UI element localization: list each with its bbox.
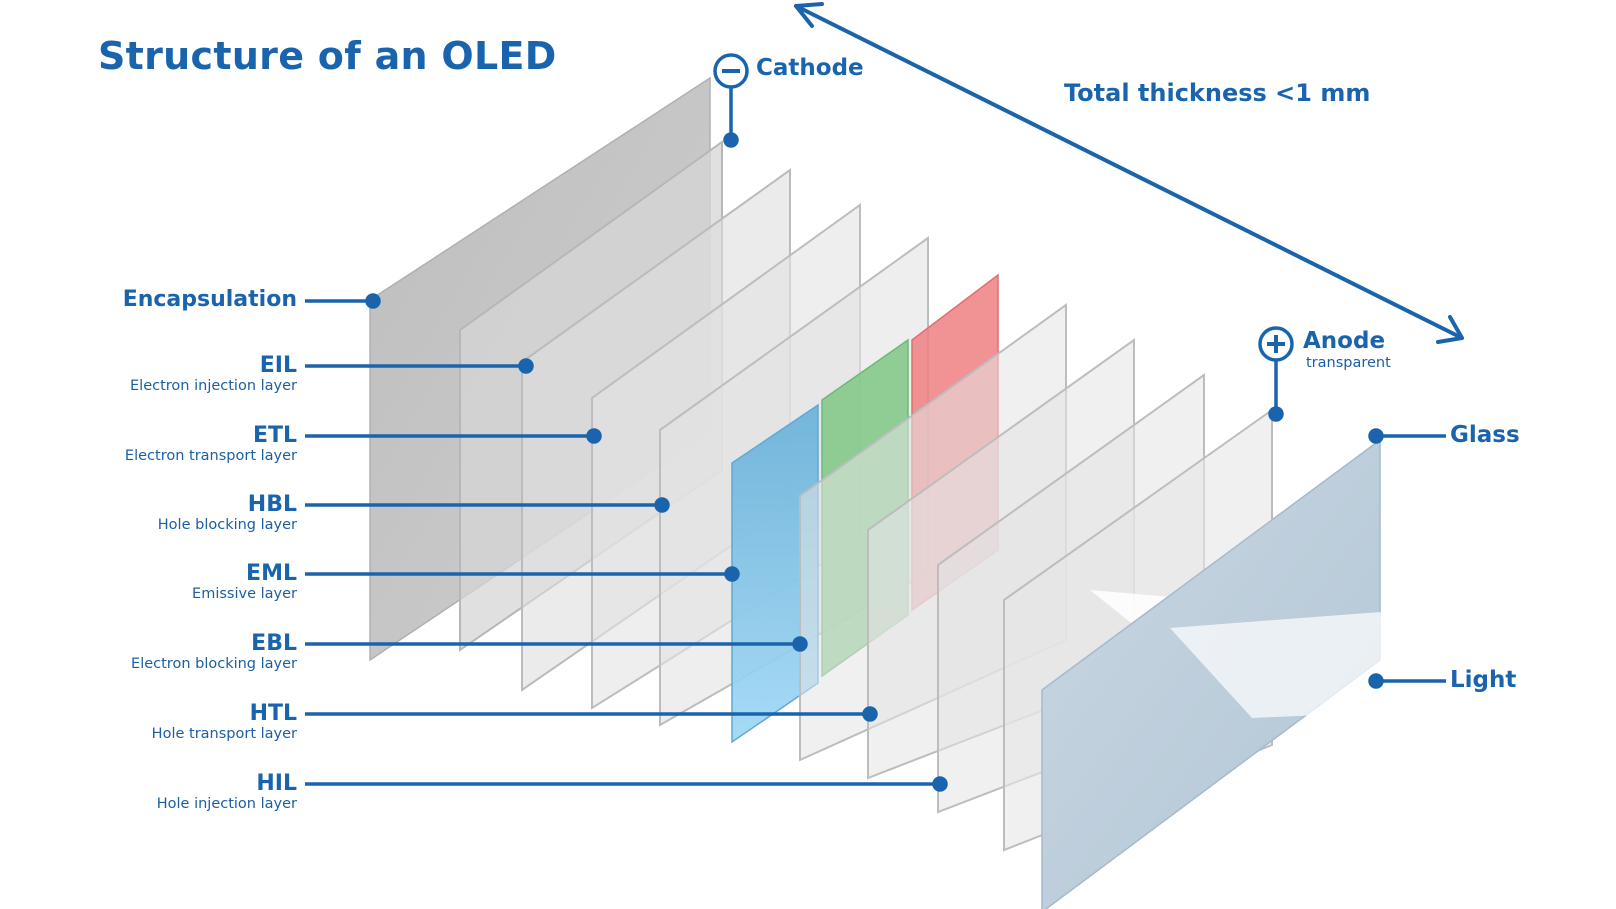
- leader-lines-right: [1368, 428, 1446, 689]
- layer-abbr: Encapsulation: [122, 287, 297, 312]
- layer-abbr: HTL: [249, 701, 297, 726]
- light-label: Light: [1450, 667, 1517, 693]
- layer-label-encapsulation: Encapsulation: [123, 287, 297, 312]
- layer-full-name: Hole injection layer: [156, 796, 297, 812]
- glass-label: Glass: [1450, 422, 1520, 448]
- anode-symbol: [1258, 326, 1294, 362]
- leader-lines-left: [305, 293, 948, 792]
- terminal-leaders: [723, 88, 1284, 422]
- layer-full-name: Electron transport layer: [124, 448, 297, 464]
- layer-full-name: Hole transport layer: [151, 726, 297, 742]
- layer-full-name: Electron blocking layer: [131, 656, 297, 672]
- layer-full-name: Emissive layer: [192, 586, 297, 602]
- layer-label-ebl: EBL Electron blocking layer: [131, 631, 297, 673]
- layer-abbr: EIL: [259, 353, 297, 378]
- thickness-arrow: [794, 2, 1464, 344]
- layer-label-hbl: HBL Hole blocking layer: [158, 492, 297, 534]
- light-arrow: [1170, 612, 1430, 718]
- anode-sublabel: transparent: [1306, 355, 1391, 371]
- layer-abbr: ETL: [252, 423, 297, 448]
- cathode-symbol: [713, 53, 749, 89]
- layer-full-name: Electron injection layer: [130, 378, 297, 394]
- anode-label: Anode: [1303, 328, 1386, 354]
- cathode-label: Cathode: [756, 55, 864, 81]
- layer-abbr: HBL: [247, 492, 297, 517]
- layer-label-hil: HIL Hole injection layer: [157, 771, 297, 813]
- layer-abbr: EBL: [251, 631, 297, 656]
- page-title: Structure of an OLED: [98, 34, 557, 78]
- layer-abbr: EML: [246, 561, 297, 586]
- layer-label-eml: EML Emissive layer: [192, 561, 297, 603]
- thickness-label: Total thickness <1 mm: [1064, 79, 1371, 107]
- layer-full-name: Hole blocking layer: [157, 517, 297, 533]
- layer-label-htl: HTL Hole transport layer: [152, 701, 297, 743]
- layer-abbr: HIL: [256, 771, 297, 796]
- layer-label-etl: ETL Electron transport layer: [125, 423, 297, 465]
- layer-label-eil: EIL Electron injection layer: [130, 353, 297, 395]
